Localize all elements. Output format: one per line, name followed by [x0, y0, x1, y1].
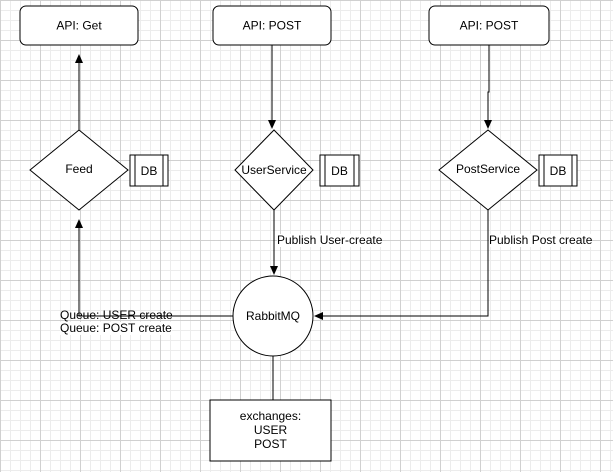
exchanges-user: USER	[253, 423, 288, 437]
api-post-post-label: API: POST	[460, 19, 519, 33]
feed-label: Feed	[65, 162, 92, 176]
feed-diamond: Feed	[29, 129, 129, 211]
api-post-user-label: API: POST	[243, 19, 302, 33]
api-post-user-box: API: POST	[212, 5, 332, 46]
exchanges-box	[209, 399, 332, 462]
rabbitmq-node: RabbitMQ	[232, 275, 314, 357]
edge-api-post-to-post-service	[484, 45, 492, 129]
exchanges-title: exchanges:	[239, 409, 302, 423]
user-db-label: DB	[331, 164, 348, 178]
queue-post-label: Queue: POST create	[60, 321, 172, 335]
api-get-box: API: Get	[19, 5, 139, 46]
feed-db-block: DB	[129, 154, 169, 187]
publish-post-label: Publish Post create	[489, 233, 593, 247]
post-db-block: DB	[538, 154, 578, 187]
exchanges-post: POST	[254, 437, 287, 451]
edge-post-service-to-rabbitmq	[314, 210, 489, 320]
publish-user-label: Publish User-create	[277, 233, 383, 247]
api-get-label: API: Get	[56, 19, 102, 33]
user-service-diamond: UserService	[234, 129, 314, 211]
rabbitmq-label: RabbitMQ	[246, 309, 300, 323]
api-post-post-box: API: POST	[428, 5, 550, 46]
user-db-block: DB	[319, 154, 360, 187]
post-db-label: DB	[550, 164, 567, 178]
feed-db-label: DB	[141, 164, 158, 178]
exchanges-text: exchanges: USER POST	[210, 409, 331, 451]
post-service-label: PostService	[456, 162, 520, 176]
edge-rabbitmq-to-feed	[75, 219, 233, 317]
user-service-label: UserService	[241, 163, 307, 177]
post-service-diamond: PostService	[438, 129, 538, 211]
queue-user-label: Queue: USER create	[60, 308, 173, 322]
